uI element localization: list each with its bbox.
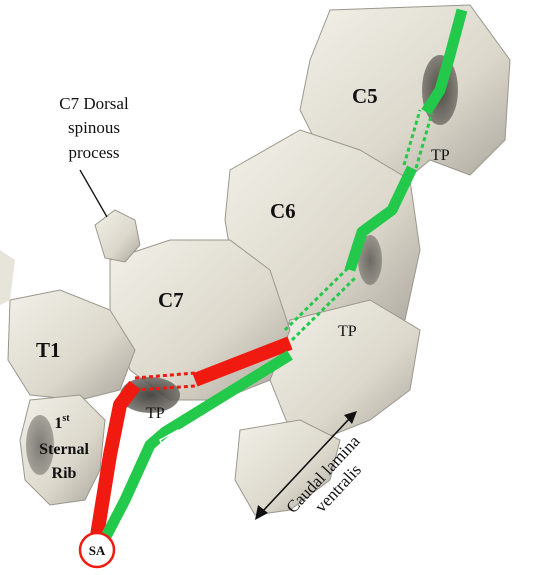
red-path-dotted-connector (134, 371, 196, 392)
dorsal-process-label-line2: spinous (68, 118, 120, 137)
green-path-segment-lower (95, 350, 293, 551)
rib-label-line2: Sternal (39, 441, 89, 458)
tp-label-c7: TP (146, 405, 165, 422)
c7-label: C7 (158, 288, 184, 312)
bracket-arrowhead-lower (255, 505, 268, 520)
bracket-line (261, 417, 351, 513)
red-path-segment-upper (192, 336, 293, 387)
c6-label: C6 (270, 199, 296, 223)
dorsal-process-label-line3: process (69, 143, 120, 162)
c6-lower-shape (269, 299, 421, 441)
t1-label: T1 (36, 338, 61, 362)
bracket-arrowhead-upper (344, 411, 357, 424)
green-path-box-outline (159, 428, 183, 450)
left-bone-edge (0, 250, 15, 305)
caudal-lamina-bracket (255, 411, 357, 520)
green-path-dotted-c5 (402, 109, 434, 169)
dorsal-spinous-process-shape (94, 209, 141, 263)
rib-superscript: st (62, 413, 70, 424)
dorsal-process-leader-line (79, 169, 108, 218)
shadow-opening (358, 235, 382, 285)
vertebrae-illustration (0, 4, 511, 516)
t1-vertebra-shape (7, 289, 136, 401)
green-path-segment-upper (421, 8, 468, 115)
green-path-segment-middle (344, 165, 417, 272)
rib-number: 1 (54, 415, 62, 432)
tp-label-c5: TP (431, 147, 450, 164)
sa-label: SA (89, 543, 106, 558)
red-path-segment-lower (88, 380, 141, 550)
dorsal-process-label-line1: C7 Dorsal (59, 94, 129, 113)
red-pathway (88, 336, 293, 550)
rib-label-line3: Rib (52, 465, 77, 482)
caudal-lamina-shape (234, 419, 341, 516)
shadow-opening (26, 415, 54, 475)
rib-label-line1: 1st (54, 413, 70, 432)
sa-circle (78, 531, 116, 569)
green-path-dotted-c6 (283, 266, 357, 342)
c5-label: C5 (352, 84, 378, 108)
tp-label-c6: TP (338, 323, 357, 340)
green-pathway (95, 8, 468, 551)
